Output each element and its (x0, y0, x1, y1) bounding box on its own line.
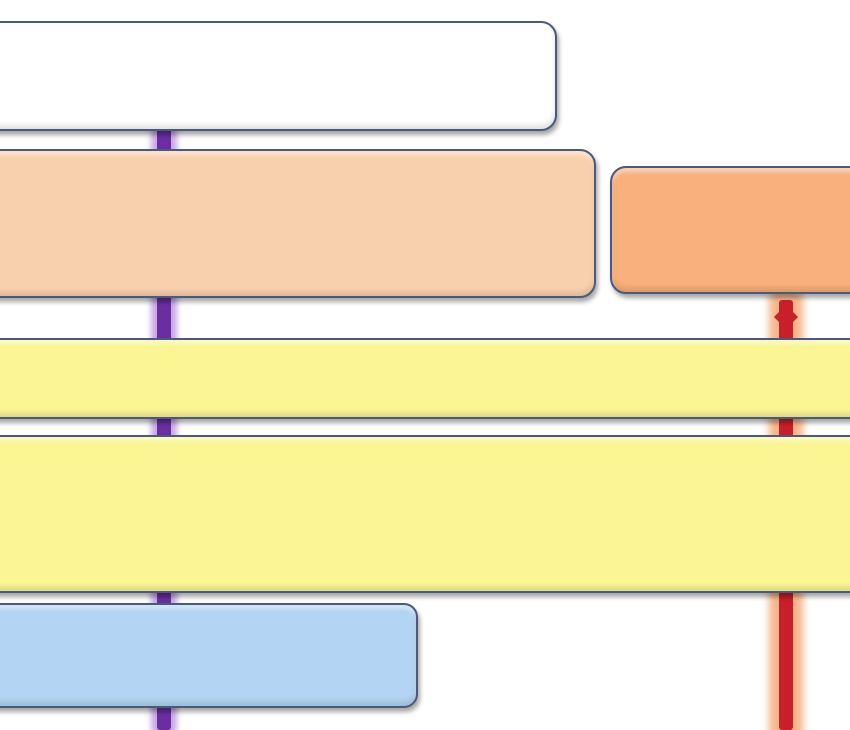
peach-box (0, 149, 596, 298)
diamond-icon (774, 305, 798, 329)
yellow-bar-bottom (0, 435, 850, 593)
white-box (0, 21, 557, 131)
yellow-bar-top (0, 338, 850, 419)
diamond-shape (774, 305, 798, 329)
blue-box (0, 603, 418, 708)
orange-box (610, 166, 850, 294)
